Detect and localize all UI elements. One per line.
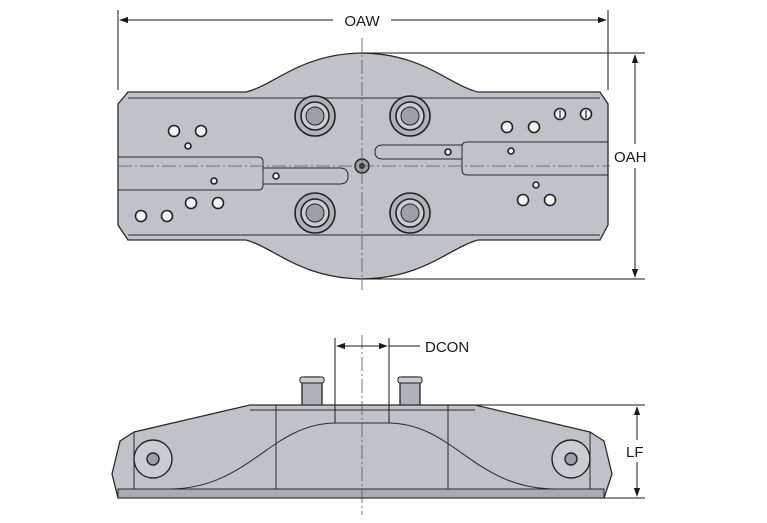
oah-label: OAH <box>614 149 647 166</box>
lf-label: LF <box>626 444 644 461</box>
right-inner-slot <box>374 144 462 160</box>
lf-dimension: LF <box>475 404 645 499</box>
dcon-label: DCON <box>425 339 469 356</box>
side-view <box>111 335 613 515</box>
oah-dimension: OAH <box>362 52 647 280</box>
screw-bottom-left <box>294 192 336 234</box>
left-inner-slot <box>263 167 349 185</box>
top-view <box>117 38 610 290</box>
side-pivot-right <box>551 439 591 479</box>
holes-right <box>444 107 593 207</box>
left-slot <box>118 156 264 191</box>
oaw-label: OAW <box>344 13 380 30</box>
screw-top-right <box>389 95 431 137</box>
screw-top-left <box>294 95 336 137</box>
holes-left <box>134 124 280 223</box>
screw-bottom-right <box>389 192 431 234</box>
oaw-dimension: OAW <box>117 10 609 90</box>
dcon-dimension: DCON <box>334 338 469 423</box>
side-pivot-left <box>133 439 173 479</box>
